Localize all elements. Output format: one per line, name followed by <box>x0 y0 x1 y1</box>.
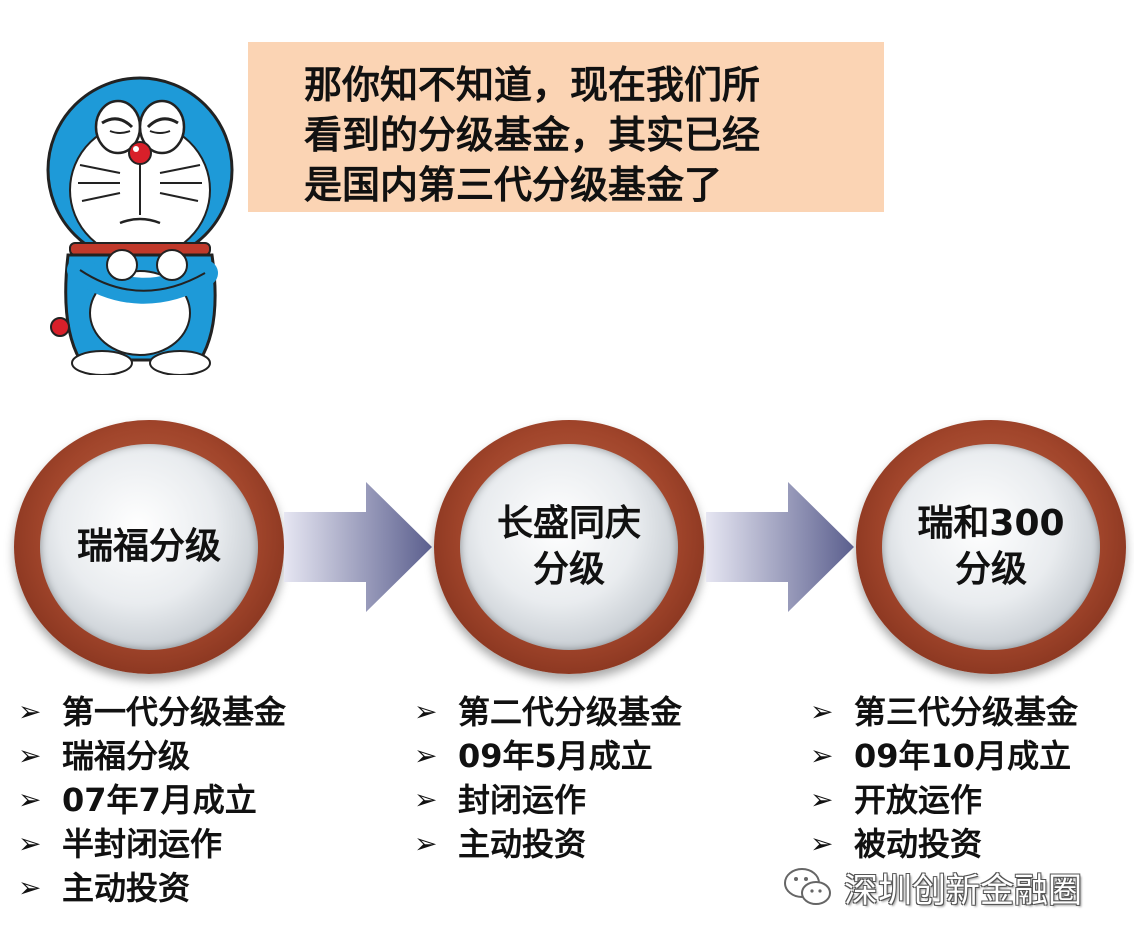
arrow-bullet-icon: ➢ <box>414 695 438 728</box>
list-item: ➢瑞福分级 <box>18 734 286 778</box>
wechat-icon <box>784 868 831 905</box>
arrow-bullet-icon: ➢ <box>810 827 834 860</box>
circle-face: 长盛同庆 分级 <box>460 444 678 650</box>
arrow-bullet-icon: ➢ <box>18 871 42 904</box>
circle-label: 瑞和300 <box>917 503 1065 544</box>
generation-circle-1: 瑞福分级 <box>14 420 284 674</box>
list-item: ➢被动投资 <box>810 822 1078 866</box>
speech-bubble: 那你知不知道，现在我们所 看到的分级基金，其实已经 是国内第三代分级基金了 <box>248 42 884 212</box>
arrow-bullet-icon: ➢ <box>18 827 42 860</box>
list-item: ➢开放运作 <box>810 778 1078 822</box>
circle-label: 分级 <box>532 549 605 590</box>
arrow-bullet-icon: ➢ <box>18 739 42 772</box>
arrow-bullet-icon: ➢ <box>414 739 438 772</box>
arrow-bullet-icon: ➢ <box>414 783 438 816</box>
arrow-bullet-icon: ➢ <box>18 695 42 728</box>
watermark-text: 深圳创新金融圈 <box>844 870 1082 911</box>
arrow-bullet-icon: ➢ <box>414 827 438 860</box>
circle-face: 瑞和300 分级 <box>882 444 1100 650</box>
list-item: ➢主动投资 <box>18 866 286 910</box>
circle-label: 瑞福分级 <box>76 526 221 567</box>
speech-line: 那你知不知道，现在我们所 <box>304 63 761 107</box>
list-item: ➢09年5月成立 <box>414 734 682 778</box>
watermark: 深圳创新金融圈 <box>782 862 1082 912</box>
speech-line: 看到的分级基金，其实已经 <box>304 113 761 157</box>
circle-label: 长盛同庆 <box>496 503 641 544</box>
list-item: ➢第一代分级基金 <box>18 690 286 734</box>
speech-line: 是国内第三代分级基金了 <box>304 163 723 207</box>
circle-face: 瑞福分级 <box>40 444 258 650</box>
right-arrow-icon <box>284 482 432 612</box>
generation-1-details: ➢第一代分级基金 ➢瑞福分级 ➢07年7月成立 ➢半封闭运作 ➢主动投资 <box>18 690 286 910</box>
arrow-bullet-icon: ➢ <box>810 783 834 816</box>
arrow-bullet-icon: ➢ <box>810 695 834 728</box>
generation-2-details: ➢第二代分级基金 ➢09年5月成立 ➢封闭运作 ➢主动投资 <box>414 690 682 866</box>
list-item: ➢封闭运作 <box>414 778 682 822</box>
list-item: ➢07年7月成立 <box>18 778 286 822</box>
list-item: ➢半封闭运作 <box>18 822 286 866</box>
arrow-bullet-icon: ➢ <box>18 783 42 816</box>
list-item: ➢第三代分级基金 <box>810 690 1078 734</box>
generation-circle-3: 瑞和300 分级 <box>856 420 1126 674</box>
right-arrow-icon <box>706 482 854 612</box>
list-item: ➢主动投资 <box>414 822 682 866</box>
circle-label: 分级 <box>954 549 1027 590</box>
generation-circle-2: 长盛同庆 分级 <box>434 420 704 674</box>
doraemon-mascot-icon <box>46 76 234 375</box>
arrow-bullet-icon: ➢ <box>810 739 834 772</box>
list-item: ➢第二代分级基金 <box>414 690 682 734</box>
list-item: ➢09年10月成立 <box>810 734 1078 778</box>
generation-3-details: ➢第三代分级基金 ➢09年10月成立 ➢开放运作 ➢被动投资 <box>810 690 1078 866</box>
